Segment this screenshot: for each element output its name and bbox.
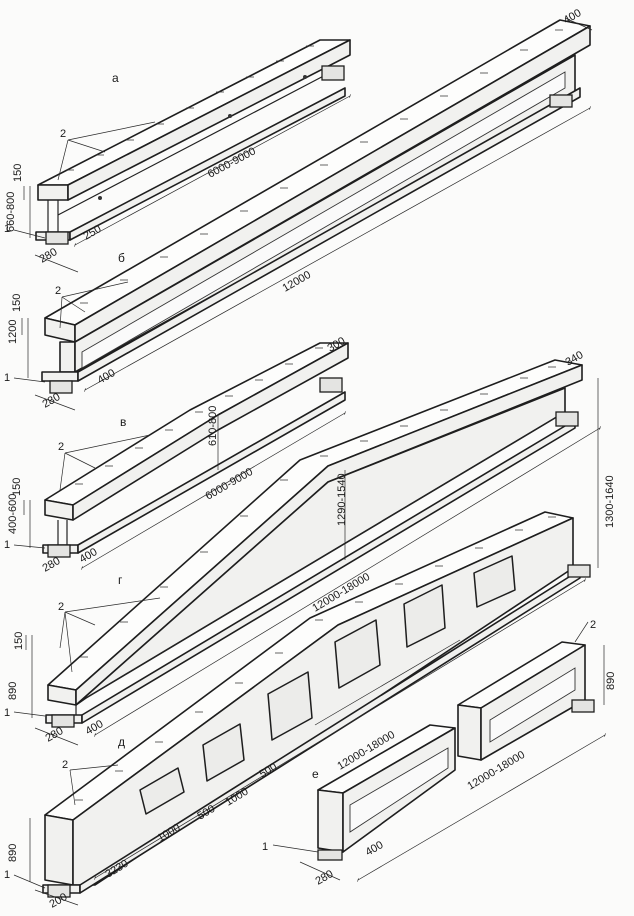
support-pad-icon [567, 564, 591, 578]
support-pad-icon [47, 544, 71, 558]
callout-1: 1 [4, 223, 10, 235]
dim-g-base: 280 [44, 725, 66, 745]
variant-label-g: г [118, 573, 123, 587]
callout-2: 2 [58, 601, 64, 613]
callout-1: 1 [262, 841, 268, 853]
support-pad-icon [571, 699, 595, 713]
dim-g-end-height: 1300-1640 [604, 475, 616, 528]
dim-d-height: 890 [7, 844, 19, 862]
callout-2: 2 [55, 285, 61, 297]
dim-v-flange: 150 [11, 478, 23, 496]
variant-label-d: д [118, 735, 125, 749]
support-pad-icon [321, 65, 345, 81]
callout-2: 2 [58, 441, 64, 453]
variant-label-a: а [112, 71, 119, 85]
support-pad-icon [549, 94, 573, 108]
support-pad-icon [319, 377, 343, 393]
dimension-lines [21, 17, 606, 906]
variant-label-v: в [120, 415, 126, 429]
dim-g-rise: 1290-1540 [336, 473, 348, 526]
dim-v-base: 280 [41, 555, 63, 575]
dim-v-height: 400-600 [7, 494, 19, 534]
callout-leaders [13, 121, 589, 889]
dim-g-flange: 150 [13, 632, 25, 650]
dim-e-height: 890 [605, 672, 617, 690]
variant-label-e: е [312, 767, 319, 781]
callout-2: 2 [590, 619, 596, 631]
callout-1: 1 [4, 869, 10, 881]
support-pad-icon [555, 411, 579, 427]
support-pad-icon [49, 380, 73, 394]
dim-v-rise: 610-800 [207, 406, 219, 446]
callout-1: 1 [4, 372, 10, 384]
dim-e-base: 280 [314, 868, 336, 888]
variant-label-b: б [118, 251, 125, 265]
dim-g-height: 890 [7, 682, 19, 700]
callout-1: 1 [4, 707, 10, 719]
support-pad-icon [51, 714, 75, 728]
callout-1: 1 [4, 539, 10, 551]
support-pad-icon [45, 231, 69, 245]
dim-b-flange: 150 [11, 294, 23, 312]
callout-2: 2 [62, 759, 68, 771]
dim-e-web: 400 [364, 839, 386, 859]
dim-a-base: 280 [38, 246, 60, 266]
dim-b-base: 280 [41, 391, 63, 411]
support-pad-icon [47, 884, 71, 898]
dim-a-flange: 150 [12, 164, 24, 182]
support-pad-icon [317, 849, 343, 861]
dim-b-height: 1200 [7, 320, 19, 344]
dim-b-length: 12000 [281, 269, 313, 295]
callout-2: 2 [60, 128, 66, 140]
dim-a-height: 660-800 [5, 192, 17, 232]
